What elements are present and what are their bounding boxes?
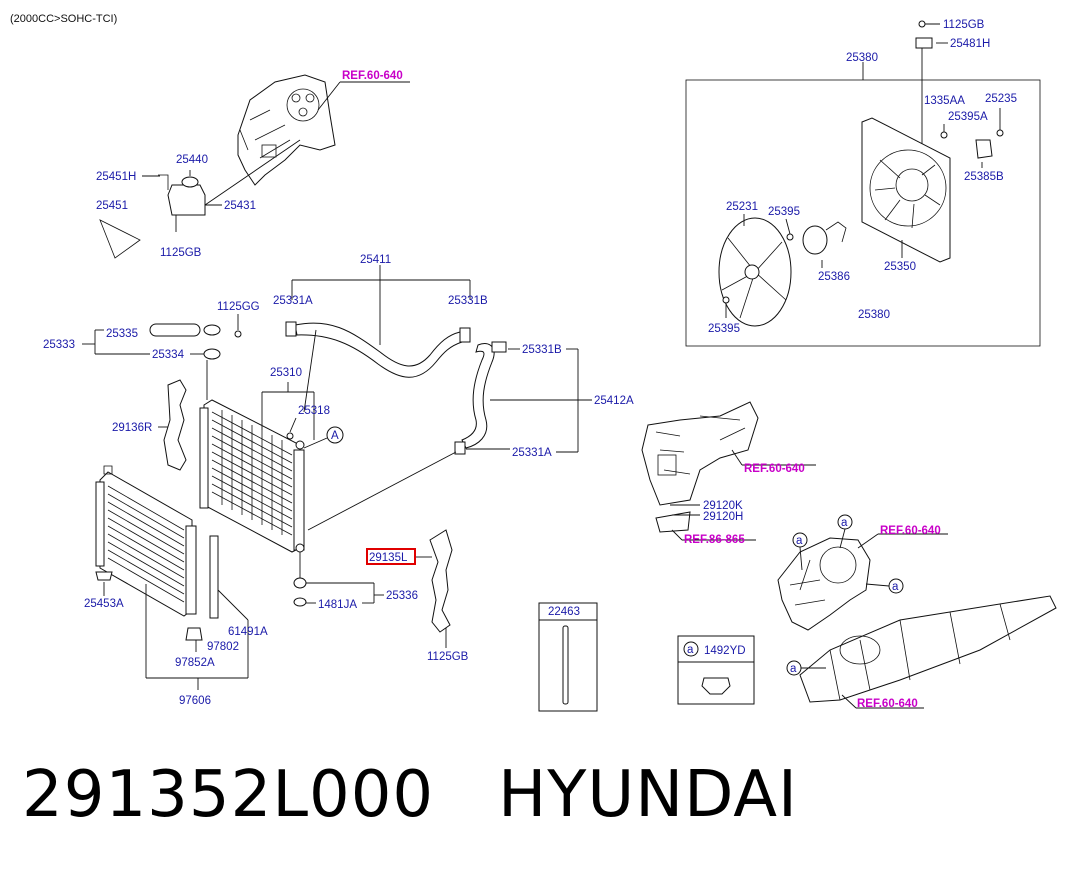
callout-a-1[interactable]: a bbox=[841, 517, 848, 529]
ref-lower-right[interactable]: REF.60-640 bbox=[880, 525, 941, 537]
label-29136R[interactable]: 29136R bbox=[112, 422, 152, 434]
fan-shroud bbox=[861, 117, 951, 263]
part-caption: 291352L000 HYUNDAI bbox=[22, 758, 798, 832]
label-25385B[interactable]: 25385B bbox=[964, 171, 1004, 183]
label-25380-box[interactable]: 25380 bbox=[858, 309, 890, 321]
brand-name: HYUNDAI bbox=[498, 758, 798, 832]
callout-A[interactable]: A bbox=[331, 430, 339, 442]
label-25331A[interactable]: 25331A bbox=[512, 447, 552, 459]
label-25335[interactable]: 25335 bbox=[106, 328, 138, 340]
label-25440[interactable]: 25440 bbox=[176, 154, 208, 166]
label-1492YD[interactable]: 1492YD bbox=[704, 645, 746, 657]
label-1125GB-fan[interactable]: 1125GB bbox=[943, 19, 985, 31]
label-25334[interactable]: 25334 bbox=[152, 349, 185, 361]
ref-top[interactable]: REF.60-640 bbox=[342, 70, 403, 82]
label-25451H[interactable]: 25451H bbox=[96, 171, 136, 183]
ref-bracket[interactable]: REF.86-865 bbox=[684, 534, 745, 546]
part-number: 291352L000 bbox=[22, 758, 435, 832]
seal-29136R bbox=[163, 379, 187, 471]
label-25380-top[interactable]: 25380 bbox=[846, 52, 878, 64]
side-member-frame bbox=[799, 595, 1057, 703]
label-1125GB-shroud[interactable]: 1125GB bbox=[427, 651, 469, 663]
label-97852A[interactable]: 97852A bbox=[175, 657, 215, 669]
parts-diagram: (2000CC>SOHC-TCI) REF.60-640 25440 25451… bbox=[10, 13, 1057, 712]
fan-motor bbox=[802, 221, 847, 255]
label-25412A[interactable]: 25412A bbox=[594, 395, 634, 407]
label-1125GB-reservoir[interactable]: 1125GB bbox=[160, 247, 202, 259]
callout-a-2[interactable]: a bbox=[796, 535, 803, 547]
label-1481JA[interactable]: 1481JA bbox=[318, 599, 357, 611]
front-bracket bbox=[641, 401, 759, 506]
label-61491A[interactable]: 61491A bbox=[228, 626, 268, 638]
fan-blade bbox=[718, 217, 792, 327]
label-29120H[interactable]: 29120H bbox=[703, 511, 743, 523]
label-25395A[interactable]: 25395A bbox=[948, 111, 988, 123]
label-25481H[interactable]: 25481H bbox=[950, 38, 990, 50]
label-22463[interactable]: 22463 bbox=[548, 606, 580, 618]
label-25411[interactable]: 25411 bbox=[360, 254, 391, 266]
label-25331B-top[interactable]: 25331B bbox=[448, 295, 488, 307]
label-25318[interactable]: 25318 bbox=[298, 405, 330, 417]
label-1335AA[interactable]: 1335AA bbox=[924, 95, 965, 107]
wheelhouse-panel bbox=[777, 537, 871, 631]
label-25431[interactable]: 25431 bbox=[224, 200, 256, 212]
callout-a-1492YD[interactable]: a bbox=[687, 644, 694, 656]
label-25451[interactable]: 25451 bbox=[96, 200, 128, 212]
label-29120K[interactable]: 29120K bbox=[703, 500, 743, 512]
label-97606[interactable]: 97606 bbox=[179, 695, 211, 707]
coolant-reservoir bbox=[99, 174, 206, 259]
ref-frame[interactable]: REF.60-640 bbox=[857, 698, 918, 710]
callout-a-3[interactable]: a bbox=[892, 581, 899, 593]
highlight-box bbox=[366, 548, 416, 565]
radiator bbox=[199, 399, 305, 553]
label-25395-a[interactable]: 25395 bbox=[768, 206, 800, 218]
label-1125GG[interactable]: 1125GG bbox=[217, 301, 260, 313]
label-25395-b[interactable]: 25395 bbox=[708, 323, 740, 335]
label-25350[interactable]: 25350 bbox=[884, 261, 916, 273]
label-25336[interactable]: 25336 bbox=[386, 590, 418, 602]
condenser bbox=[95, 465, 219, 619]
ref-mid-right[interactable]: REF.60-640 bbox=[744, 463, 805, 475]
label-25235[interactable]: 25235 bbox=[985, 93, 1017, 105]
label-25453A[interactable]: 25453A bbox=[84, 598, 124, 610]
label-25331B[interactable]: 25331B bbox=[522, 344, 562, 356]
callout-a-4[interactable]: a bbox=[790, 663, 797, 675]
air-guard-29135L bbox=[429, 529, 453, 633]
label-25333[interactable]: 25333 bbox=[43, 339, 75, 351]
label-29135L[interactable]: 29135L bbox=[369, 552, 408, 564]
label-25310[interactable]: 25310 bbox=[270, 367, 302, 379]
label-25386[interactable]: 25386 bbox=[818, 271, 850, 283]
label-25331A-top[interactable]: 25331A bbox=[273, 295, 313, 307]
label-97802[interactable]: 97802 bbox=[207, 641, 239, 653]
label-25231[interactable]: 25231 bbox=[726, 201, 758, 213]
body-panel-top bbox=[237, 74, 336, 186]
engine-note: (2000CC>SOHC-TCI) bbox=[10, 13, 117, 25]
